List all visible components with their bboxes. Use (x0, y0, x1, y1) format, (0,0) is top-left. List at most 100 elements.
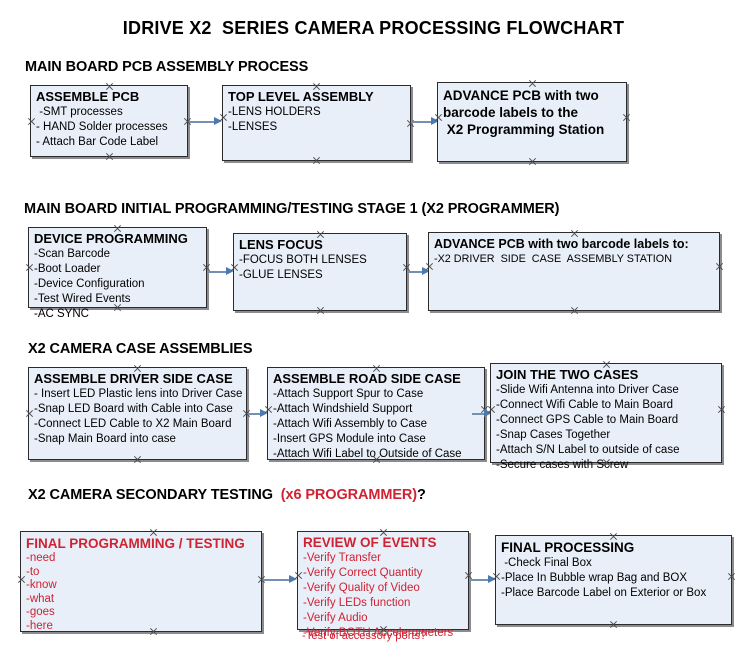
node-line: -Verify Audio (303, 612, 368, 624)
connector-handle-left[interactable] (434, 113, 443, 122)
connector-handle-bottom[interactable] (133, 455, 142, 464)
connector-handle-top[interactable] (312, 82, 321, 91)
node-join-the-two-cases[interactable]: JOIN THE TWO CASES -Slide Wifi Antenna i… (487, 360, 722, 471)
node-line: -Snap Cases Together (496, 429, 611, 441)
node-line: -know (26, 579, 57, 591)
section-header-x2-camera-secondary-testing: X2 CAMERA SECONDARY TESTING (x6 PROGRAMM… (28, 487, 426, 503)
connector-handle-bottom[interactable] (316, 306, 325, 315)
arrow-assemble-pcb-to-top-level (190, 117, 222, 126)
node-assemble-road-side-case[interactable]: ASSEMBLE ROAD SIDE CASE -Attach Support … (267, 367, 485, 460)
connector-handle-right[interactable] (622, 113, 631, 122)
connector-handle-top[interactable] (105, 82, 114, 91)
connector-handle-top[interactable] (113, 224, 122, 233)
node-lens-focus[interactable]: LENS FOCUS -FOCUS BOTH LENSES -GLUE LENS… (233, 233, 407, 311)
node-assemble-pcb[interactable]: ASSEMBLE PCB -SMT processes - HAND Solde… (30, 85, 188, 157)
connector-handle-top[interactable] (149, 528, 158, 537)
node-line: -Connect LED Cable to X2 Main Board (34, 418, 232, 430)
node-top-level-assembly[interactable]: TOP LEVEL ASSEMBLY -LENS HOLDERS -LENSES (222, 85, 411, 161)
node-line: -FOCUS BOTH LENSES (239, 254, 367, 266)
connector-handle-bottom[interactable] (609, 620, 618, 629)
arrow-shaft (470, 579, 489, 581)
connector-handle-left[interactable] (27, 117, 36, 126)
node-line: - Attach Bar Code Label (36, 136, 159, 148)
node-final-programming-testing[interactable]: FINAL PROGRAMMING / TESTING -need -to -k… (20, 531, 262, 632)
arrow-shaft (472, 413, 485, 415)
node-title: REVIEW OF EVENTS (303, 535, 437, 550)
connector-handle-top[interactable] (609, 532, 618, 541)
connector-handle-bottom[interactable] (602, 458, 611, 467)
node-line: -Boot Loader (34, 263, 101, 275)
connector-handle-left[interactable] (230, 263, 239, 272)
node-line: X2 Programming Station (443, 122, 605, 137)
connector-handle-bottom[interactable] (105, 152, 114, 161)
node-device-programming[interactable]: DEVICE PROGRAMMING -Scan Barcode -Boot L… (25, 224, 207, 320)
arrow-final-programming-to-review (263, 575, 297, 584)
node-line: -Attach Support Spur to Case (273, 388, 424, 400)
node-line: -Attach S/N Label to outside of case (496, 444, 680, 456)
connector-handle-bottom[interactable] (372, 455, 381, 464)
node-line: -Verify Transfer (303, 552, 381, 564)
connector-handle-left[interactable] (294, 571, 303, 580)
arrow-shaft (263, 579, 290, 581)
connector-handle-left[interactable] (425, 262, 434, 271)
node-final-processing[interactable]: FINAL PROCESSING -Check Final Box -Place… (495, 535, 732, 625)
node-title: FINAL PROCESSING (501, 540, 635, 555)
connector-handle-left[interactable] (25, 409, 34, 418)
node-line: -what (26, 592, 55, 605)
connector-handle-right[interactable] (727, 572, 736, 581)
connector-handle-top[interactable] (379, 528, 388, 537)
node-line: -Slide Wifi Antenna into Driver Case (496, 384, 679, 396)
connector-handle-left[interactable] (25, 263, 34, 272)
connector-handle-left[interactable] (487, 405, 496, 414)
node-line: -Test Wired Events (34, 293, 131, 305)
connector-handle-bottom[interactable] (570, 306, 579, 315)
connector-handle-bottom[interactable] (528, 157, 537, 166)
node-line: -goes (26, 606, 55, 618)
node-line: -Insert GPS Module into Case (273, 433, 426, 445)
connector-handle-top[interactable] (570, 229, 579, 238)
section-header-main-board-pcb-assembly-process: MAIN BOARD PCB ASSEMBLY PROCESS (25, 59, 309, 75)
node-title: FINAL PROGRAMMING / TESTING (26, 536, 245, 551)
node-line: -Snap LED Board with Cable into Case (34, 403, 233, 415)
node-review-of-events-overflow-line: -Test of accessory ports? (302, 630, 427, 642)
node-line: barcode labels to the (443, 105, 579, 120)
node-advance-pcb-driver-side-station[interactable]: ADVANCE PCB with two barcode labels to: … (428, 232, 720, 311)
connector-handle-top[interactable] (372, 364, 381, 373)
node-review-of-events[interactable]: REVIEW OF EVENTS -Verify Transfer -Verif… (294, 528, 469, 639)
arrow-shaft (208, 271, 227, 273)
node-line: -Snap Main Board into case (34, 433, 176, 445)
connector-handle-bottom[interactable] (113, 303, 122, 312)
connector-handle-top[interactable] (316, 230, 325, 239)
node-line: -Scan Barcode (34, 248, 111, 260)
connector-handle-left[interactable] (264, 405, 273, 414)
node-title: ASSEMBLE DRIVER SIDE CASE (34, 371, 233, 386)
node-line: -LENSES (228, 121, 278, 133)
connector-handle-left[interactable] (219, 113, 228, 122)
node-title: LENS FOCUS (239, 237, 323, 252)
node-line: -Place Barcode Label on Exterior or Box (501, 587, 707, 599)
arrow-shaft (411, 121, 432, 123)
node-line: - Insert LED Plastic lens into Driver Ca… (34, 388, 243, 400)
node-line: -Attach Windshield Support (273, 403, 413, 415)
connector-handle-left[interactable] (17, 575, 26, 584)
node-title: ASSEMBLE PCB (36, 89, 140, 104)
node-line: -Device Configuration (34, 278, 145, 290)
node-line: -Check Final Box (501, 557, 592, 569)
connector-handle-bottom[interactable] (312, 156, 321, 165)
connector-handle-top[interactable] (133, 364, 142, 373)
node-assemble-driver-side-case[interactable]: ASSEMBLE DRIVER SIDE CASE - Insert LED P… (28, 367, 247, 460)
connector-handle-left[interactable] (492, 572, 501, 581)
node-line: - HAND Solder processes (36, 121, 168, 133)
arrow-shaft (190, 121, 215, 123)
connector-handle-bottom[interactable] (149, 627, 158, 636)
section-header-x2-camera-case-assemblies: X2 CAMERA CASE ASSEMBLIES (28, 341, 253, 357)
connector-handle-top[interactable] (602, 360, 611, 369)
node-advance-pcb-programming-station[interactable]: ADVANCE PCB with two barcode labels to t… (437, 82, 627, 162)
node-line: -here (26, 619, 53, 632)
connector-handle-right[interactable] (715, 262, 724, 271)
node-line: -Verify LEDs function (303, 597, 411, 609)
node-title: ADVANCE PCB with two (443, 88, 599, 103)
connector-handle-top[interactable] (528, 79, 537, 88)
connector-handle-right[interactable] (717, 405, 726, 414)
